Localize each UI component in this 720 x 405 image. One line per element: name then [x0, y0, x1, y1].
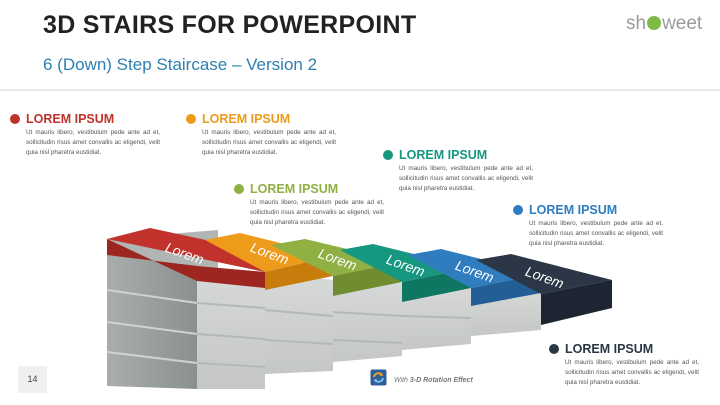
text-block-navy: LOREM IPSUM Ut mauris libero, vestibulum… — [549, 342, 699, 387]
footer-prefix: With — [394, 377, 408, 384]
text-block-blue: LOREM IPSUM Ut mauris libero, vestibulum… — [513, 203, 663, 248]
page-number: 14 — [18, 366, 47, 393]
footer-emphasis: 3-D Rotation Effect — [409, 377, 473, 384]
slide-title: 3D STAIRS FOR POWERPOINT — [43, 11, 417, 39]
block-heading: LOREM IPSUM — [250, 182, 339, 196]
block-body: Ut mauris libero, vestibulum pede ante a… — [26, 129, 160, 156]
slide-subtitle: 6 (Down) Step Staircase – Version 2 — [43, 55, 318, 74]
block-heading: LOREM IPSUM — [565, 342, 654, 356]
block-heading: LOREM IPSUM — [399, 148, 488, 162]
text-block-red: LOREM IPSUM Ut mauris libero, vestibulum… — [10, 112, 160, 157]
footer-caption: With 3-D Rotation Effect — [394, 377, 473, 384]
bullet-dot-icon — [549, 344, 559, 354]
block-body: Ut mauris libero, vestibulum pede ante a… — [529, 220, 663, 247]
text-block-orange: LOREM IPSUM Ut mauris libero, vestibulum… — [186, 112, 336, 157]
block-body: Ut mauris libero, vestibulum pede ante a… — [399, 165, 533, 192]
logo-text-end: weet — [662, 13, 703, 34]
block-body: Ut mauris libero, vestibulum pede ante a… — [202, 129, 336, 156]
block-body: Ut mauris libero, vestibulum pede ante a… — [565, 359, 699, 386]
showeet-logo-leaf-icon — [647, 16, 662, 30]
bullet-dot-icon — [383, 150, 393, 160]
text-block-green: LOREM IPSUM Ut mauris libero, vestibulum… — [234, 182, 384, 227]
stair-step-navy — [476, 254, 612, 325]
header-divider — [0, 89, 720, 91]
stair-step-red — [106, 228, 266, 389]
block-heading: LOREM IPSUM — [529, 203, 618, 217]
block-body: Ut mauris libero, vestibulum pede ante a… — [250, 199, 384, 226]
block-heading: LOREM IPSUM — [202, 112, 291, 126]
bullet-dot-icon — [513, 205, 523, 215]
logo-text-start: sh — [626, 13, 647, 34]
bullet-dot-icon — [234, 184, 244, 194]
bullet-dot-icon — [10, 114, 20, 124]
stair-step-teal — [340, 244, 472, 350]
rotation-3d-icon — [370, 369, 387, 386]
text-block-teal: LOREM IPSUM Ut mauris libero, vestibulum… — [383, 148, 533, 193]
bullet-dot-icon — [186, 114, 196, 124]
block-heading: LOREM IPSUM — [26, 112, 115, 126]
